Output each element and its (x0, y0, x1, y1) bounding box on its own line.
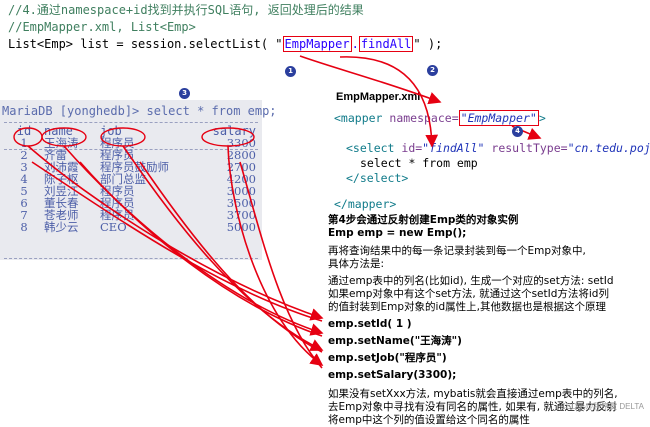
code-dot: . (351, 37, 359, 51)
cell-job: 部门总监 (100, 172, 146, 186)
exp-p3c: 将emp中这个列的值设置给这个同名的属性 (328, 414, 530, 426)
table-row: 2 齐雷 程序员 2800 (4, 149, 256, 161)
cell-job: 程序员 (100, 148, 135, 162)
code-selectlist-prefix: List<Emp> list = session.selectList( " (8, 37, 283, 51)
table-header-border (4, 149, 258, 150)
code-selectlist-suffix: " ); (413, 37, 443, 51)
code-comment-line2: //EmpMapper.xml, List<Emp> (8, 20, 196, 34)
cell-salary: 4200 (226, 172, 256, 186)
exp-p2: 通过emp表中的列名(比如id), 生成一个对应的set方法: setId (328, 275, 614, 287)
cell-id: 4 (20, 172, 28, 186)
code-comment-line1: //4.通过namespace+id找到并执行SQL语句, 返回处理后的结果 (8, 3, 364, 17)
cell-name: 董长春 (44, 196, 79, 210)
arrow-val-name (79, 161, 323, 337)
cell-name: 齐雷 (44, 148, 67, 162)
cell-salary: 2800 (226, 148, 256, 162)
xml-namespace-value: "EmpMapper" (458, 110, 539, 126)
arrow-col-id (27, 145, 324, 321)
table-bottom-border (4, 258, 258, 259)
cell-job: CEO (100, 220, 127, 234)
cell-name: 刘沛霞 (44, 160, 79, 174)
exp-new-emp: Emp emp = new Emp(); (328, 227, 467, 239)
xml-select-body: select * from emp (360, 156, 478, 170)
flow-arrows (27, 55, 542, 369)
code-selectlist-line: List<Emp> list = session.selectList( "Em… (8, 36, 442, 53)
xml-mapper-end: </mapper> (334, 197, 397, 211)
code-block: //4.通过namespace+id找到并执行SQL语句, 返回处理后的结果 /… (8, 2, 442, 53)
xml-mapper-open: <mapper namespace="EmpMapper"> (334, 110, 546, 126)
table-top-border (4, 122, 258, 123)
exp-p1: 再将查询结果中的每一条记录封装到每一个Emp对象中, (328, 245, 586, 257)
cell-name: 苍老师 (44, 208, 79, 222)
badge-2: 2 (427, 65, 438, 76)
watermark: CSDN @程序员 DELTA (560, 402, 644, 411)
sql-console (0, 100, 262, 260)
exp-p3b: 去Emp对象中寻找有没有同名的属性, 如果有, 就通过暴力反射 (328, 401, 617, 413)
cell-id: 3 (20, 160, 28, 174)
code-id-box: findAll (358, 36, 414, 52)
xml-resulttype-value: "cn.tedu.pojo.E (567, 141, 650, 155)
exp-step4: 第4步会通过反射创建Emp类的对象实例 (328, 214, 519, 226)
xml-mapper-tag: <mapper (334, 111, 390, 125)
cell-salary: 3700 (226, 208, 256, 222)
cell-id: 1 (20, 136, 28, 150)
xml-mapper-close: > (538, 111, 546, 125)
exp-p3: 如果没有setXxx方法, mybatis就会直接通过emp表中的列名, (328, 388, 618, 400)
cell-job: 程序员 (100, 196, 135, 210)
arrow-col-job (122, 145, 324, 351)
arrow-findall (339, 56, 439, 148)
exp-set-salary: emp.setSalary(3300); (328, 369, 457, 381)
cell-id: 6 (20, 196, 28, 210)
xml-filename: EmpMapper.xml (336, 91, 421, 103)
arrow-val-id (31, 161, 323, 322)
exp-p1b: 具体方法是: (328, 258, 385, 270)
xml-select-tag: <select (346, 141, 402, 155)
cell-name: 韩少云 (44, 220, 79, 234)
exp-p2c: 的值封装到Emp对象的id属性上,其他数据也是根据这个原理 (328, 301, 606, 313)
badge-4: 4 (512, 126, 523, 137)
xml-resulttype-attr: resultType= (484, 141, 568, 155)
cell-id: 7 (20, 208, 28, 222)
exp-set-name: emp.setName("王海涛") (328, 335, 462, 347)
xml-id-attr: id= (401, 141, 423, 155)
arrow-namespace (299, 55, 442, 105)
sql-prompt: MariaDB [yonghedb]> select * from emp; (2, 104, 277, 118)
xml-select-end: </select> (346, 171, 409, 185)
cell-job: 程序员鼓励师 (100, 160, 169, 174)
cell-id: 5 (20, 184, 28, 198)
cell-id: 8 (20, 220, 28, 234)
xml-namespace-attr: namespace= (389, 111, 459, 125)
exp-p2b: 如果emp对象中有这个set方法, 就通过这个setId方法将id列 (328, 288, 609, 300)
code-namespace-box: EmpMapper (282, 36, 352, 52)
badge-3: 3 (179, 88, 190, 99)
exp-set-id: emp.setId( 1 ) (328, 318, 412, 330)
explanation-block: 第4步会通过反射创建Emp类的对象实例 Emp emp = new Emp();… (328, 214, 618, 427)
cell-id: 2 (20, 148, 28, 162)
badge-1: 1 (285, 66, 296, 77)
xml-select-open: <select id="findAll" resultType="cn.tedu… (346, 140, 650, 156)
arrow-val-job (139, 161, 323, 353)
arrow-col-salary (227, 145, 324, 366)
exp-set-job: emp.setJob("程序员") (328, 352, 447, 364)
arrow-val-salary (239, 161, 323, 369)
